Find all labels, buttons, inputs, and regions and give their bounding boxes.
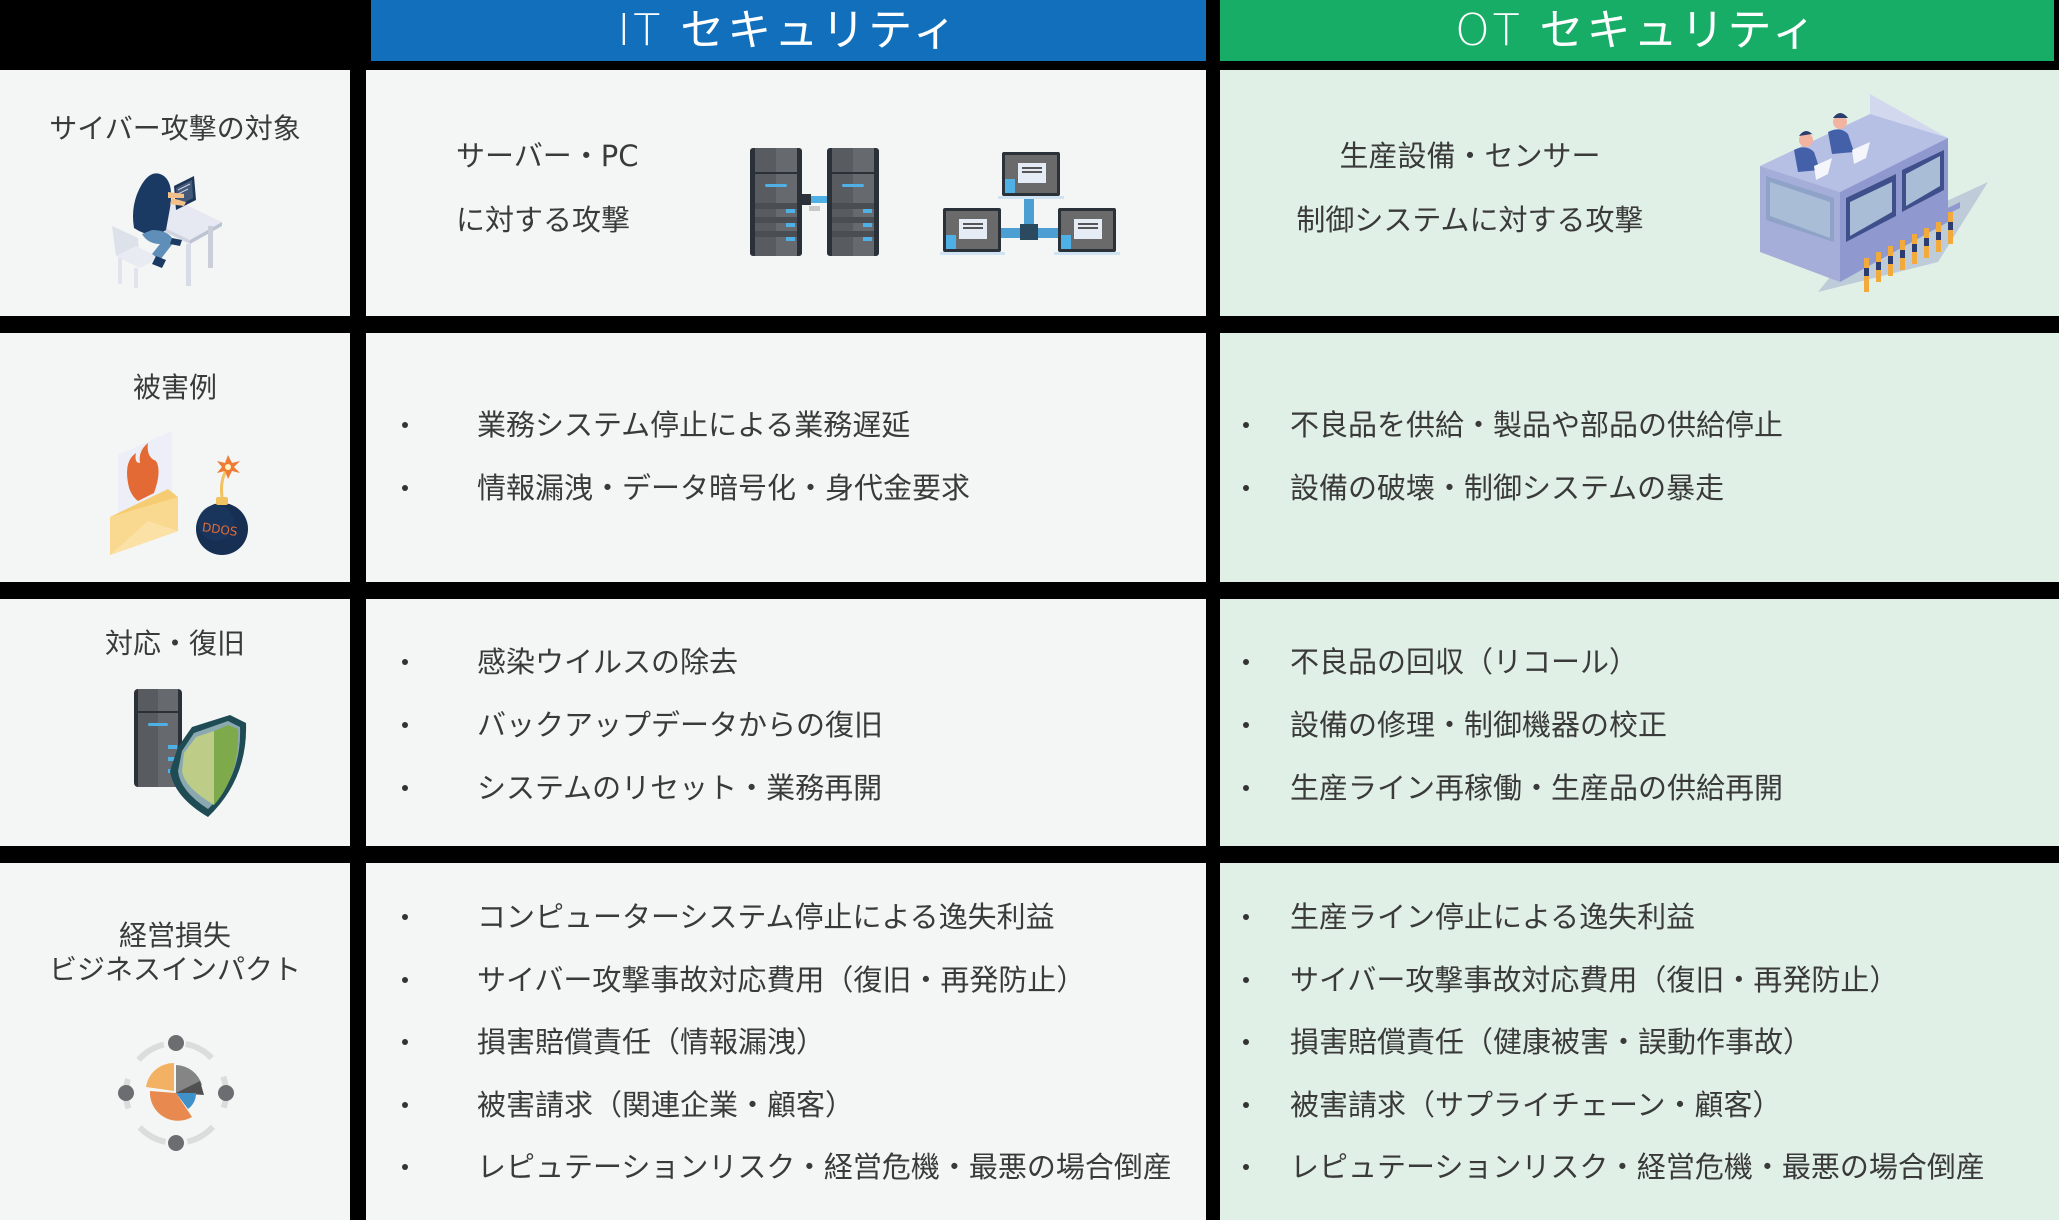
bullet-icon (1243, 659, 1249, 665)
svg-text:DDOS: DDOS (201, 520, 238, 539)
it-attack-target-cell: サーバー・PC に対する攻撃 (366, 70, 1206, 316)
hacker-at-desk-icon (112, 164, 242, 288)
malware-mail-ddos-bomb-icon: DDOS (108, 431, 252, 557)
bullet-icon (1243, 785, 1249, 791)
bullet-icon (1243, 422, 1249, 428)
bullet-icon (402, 977, 408, 983)
laptop-network-icon (940, 150, 1124, 262)
bullet-icon (402, 914, 408, 920)
row-label-cell-business-impact: 経営損失 ビジネスインパクト (0, 863, 350, 1220)
ot-attack-target-cell: 生産設備・センサー 制御システムに対する攻撃 (1220, 70, 2059, 316)
row-label-line-2: ビジネスインパクト (48, 953, 301, 986)
ot-security-header: OT セキュリティ (1220, 0, 2054, 61)
bullet-icon (402, 1039, 408, 1045)
bullet-icon (402, 1164, 408, 1170)
row-label-cell-attack-target: サイバー攻撃の対象 (0, 70, 350, 316)
it-recovery-cell: 感染ウイルスの除去 バックアップデータからの復旧 システムのリセット・業務再開 (366, 599, 1206, 846)
server-shield-icon (134, 689, 248, 819)
pie-chart-impact-icon (118, 1031, 238, 1155)
row-label: 対応・復旧 (104, 627, 245, 660)
ot-damage-cell: 不良品を供給・製品や部品の供給停止 設備の破壊・制御システムの暴走 (1220, 333, 2059, 582)
it-damage-cell: 業務システム停止による業務遅延 情報漏洩・データ暗号化・身代金要求 (366, 333, 1206, 582)
it-business-impact-cell: コンピューターシステム停止による逸失利益 サイバー攻撃事故対応費用（復旧・再発防… (366, 863, 1206, 1220)
server-racks-icon (750, 148, 882, 258)
row-label-cell-recovery: 対応・復旧 (0, 599, 350, 846)
row-label-cell-damage: 被害例 DDOS (0, 333, 350, 582)
ot-recovery-cell: 不良品の回収（リコール） 設備の修理・制御機器の校正 生産ライン再稼働・生産品の… (1220, 599, 2059, 846)
bullet-icon (402, 1102, 408, 1108)
bullet-icon (402, 422, 408, 428)
row-label-line-1: 経営損失 (118, 919, 231, 952)
row-label: 被害例 (132, 371, 217, 404)
bullet-icon (1243, 914, 1249, 920)
bullet-icon (1243, 485, 1249, 491)
it-target-line-2: に対する攻撃 (456, 203, 631, 237)
ot-target-line-2: 制御システムに対する攻撃 (1296, 203, 1644, 237)
control-room-icon (1758, 92, 1998, 292)
bullet-icon (402, 485, 408, 491)
bullet-icon (1243, 1164, 1249, 1170)
it-security-header: IT セキュリティ (371, 0, 1206, 61)
it-target-line-1: サーバー・PC (456, 139, 639, 173)
row-label: サイバー攻撃の対象 (49, 112, 301, 145)
bullet-icon (402, 722, 408, 728)
bullet-icon (1243, 1039, 1249, 1045)
bullet-icon (402, 659, 408, 665)
bullet-icon (1243, 1102, 1249, 1108)
ot-target-line-1: 生産設備・センサー (1339, 139, 1601, 173)
ot-business-impact-cell: 生産ライン停止による逸失利益 サイバー攻撃事故対応費用（復旧・再発防止） 損害賠… (1220, 863, 2059, 1220)
bullet-icon (1243, 977, 1249, 983)
bullet-icon (402, 785, 408, 791)
bullet-icon (1243, 722, 1249, 728)
